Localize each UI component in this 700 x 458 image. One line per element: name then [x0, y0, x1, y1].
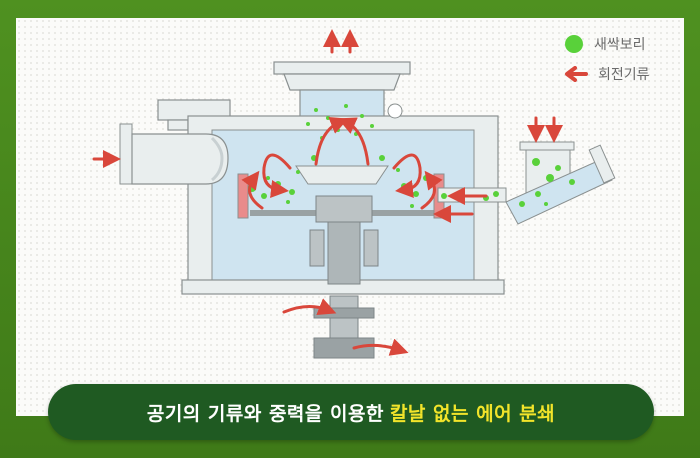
left-inlet-pipe: [119, 123, 229, 185]
airflow-arrow-icon: [565, 66, 588, 82]
airflow-arrows: [92, 29, 563, 356]
legend-airflow: 회전기류: [564, 64, 650, 84]
diagram-panel: 새싹보리 회전기류: [16, 18, 684, 416]
legend-particle: 새싹보리: [564, 34, 646, 54]
central-shaft: [309, 195, 379, 359]
particles: [248, 104, 575, 217]
particle-dot-icon: [565, 35, 583, 53]
caption-text: 공기의 기류와 중력을 이용한: [146, 402, 384, 425]
legend-airflow-label: 회전기류: [598, 67, 650, 83]
caption-banner: 공기의 기류와 중력을 이용한 칼날 없는 에어 분쇄: [48, 384, 654, 440]
control-box: [157, 99, 231, 131]
grinder-diagram: [92, 29, 616, 359]
caption-highlight: 칼날 없는 에어 분쇄: [389, 402, 556, 425]
legend-particle-label: 새싹보리: [594, 37, 646, 53]
